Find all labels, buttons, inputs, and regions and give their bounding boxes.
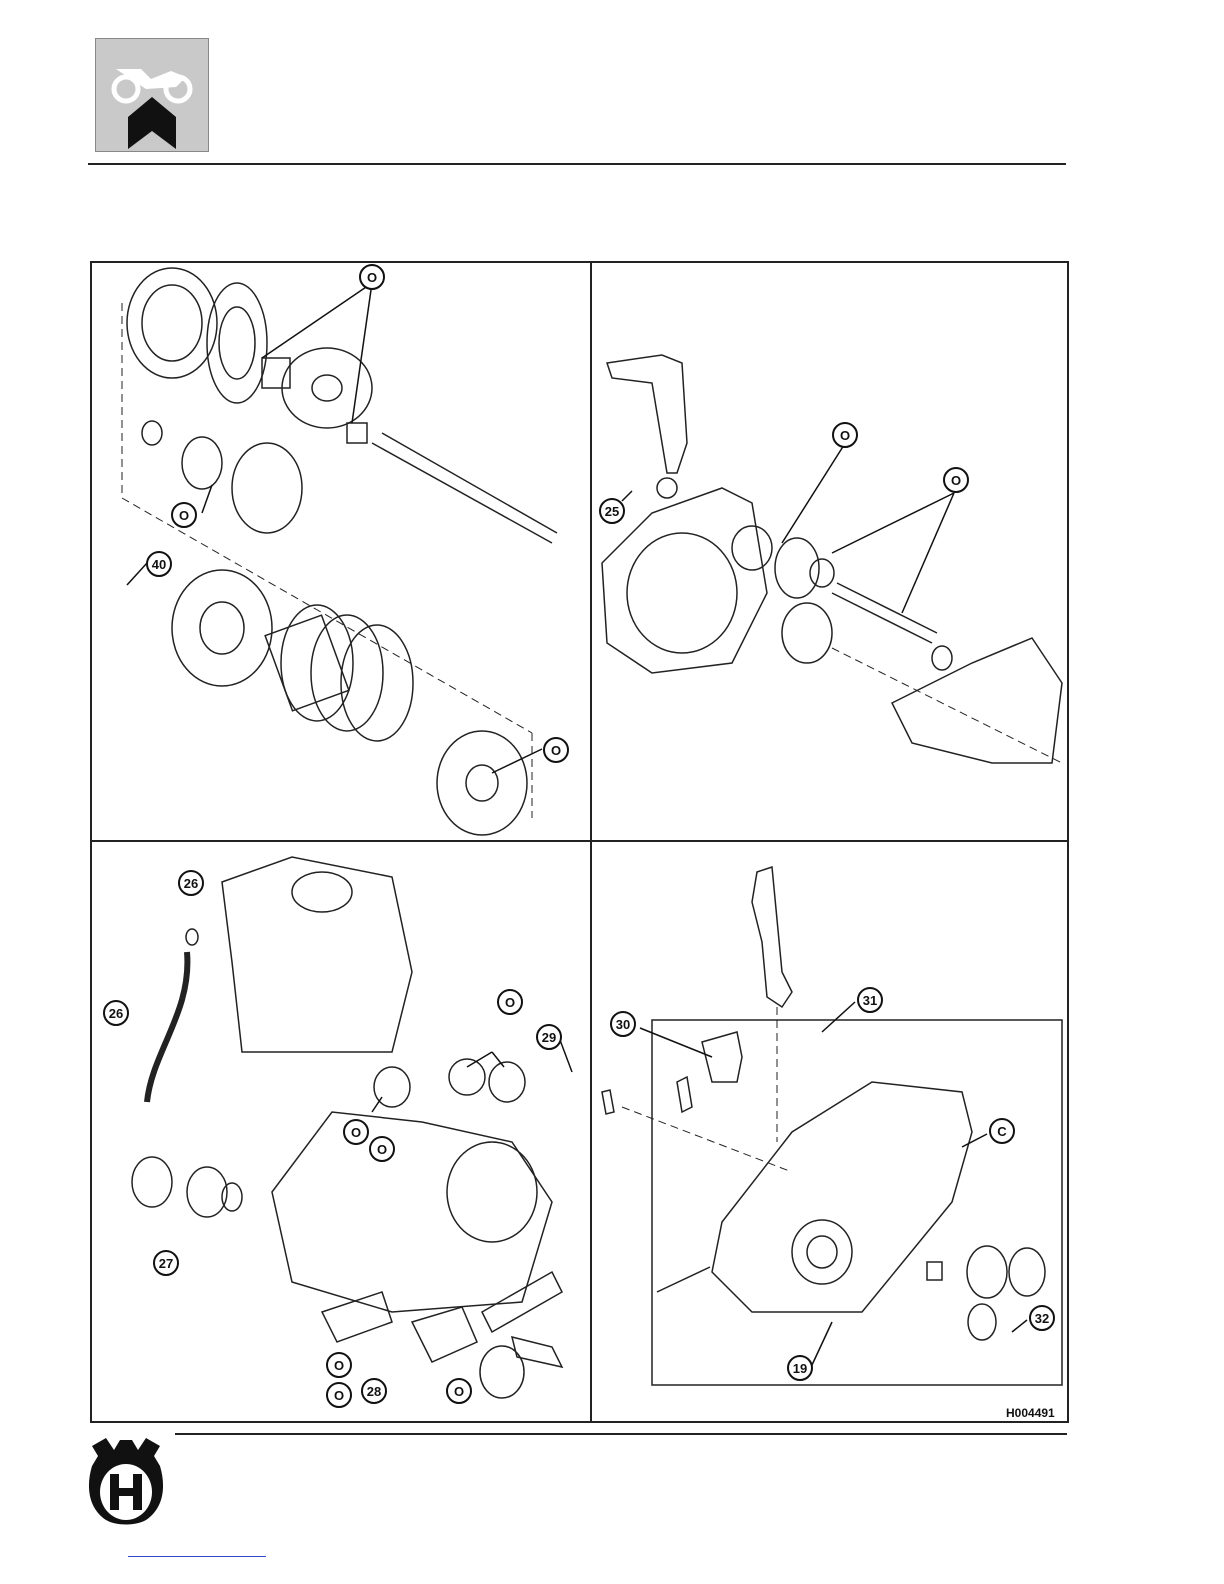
oil-system-panel [92, 842, 589, 1421]
page-link[interactable] [128, 1556, 266, 1557]
callout-32: 32 [1029, 1305, 1055, 1331]
callout-o: O [446, 1378, 472, 1404]
callout-26: 26 [178, 870, 204, 896]
callout-o: O [543, 737, 569, 763]
callout-40: 40 [146, 551, 172, 577]
callout-29: 29 [536, 1024, 562, 1050]
clutch-panel [92, 263, 589, 839]
footer-rule [175, 1433, 1067, 1435]
callout-o: O [326, 1352, 352, 1378]
callout-28: 28 [361, 1378, 387, 1404]
callout-o: O [497, 989, 523, 1015]
callout-o: O [171, 502, 197, 528]
callout-o: O [343, 1119, 369, 1145]
callout-19: 19 [787, 1355, 813, 1381]
callout-o: O [326, 1382, 352, 1408]
callout-31: 31 [857, 987, 883, 1013]
clutch-exploded-drawing [92, 263, 589, 839]
callout-o: O [369, 1136, 395, 1162]
callout-25: 25 [599, 498, 625, 524]
callout-o: O [832, 422, 858, 448]
callout-30: 30 [610, 1011, 636, 1037]
figure-code: H004491 [1006, 1406, 1055, 1420]
kickstarter-panel [592, 263, 1067, 839]
husqvarna-logo-icon [86, 1436, 166, 1528]
callout-o: O [359, 264, 385, 290]
kickstarter-exploded-drawing [592, 263, 1067, 839]
callout-c: C [989, 1118, 1015, 1144]
oil-system-exploded-drawing [92, 842, 589, 1421]
callout-o: O [943, 467, 969, 493]
callout-27: 27 [153, 1250, 179, 1276]
header-rule [88, 163, 1066, 165]
callout-26: 26 [103, 1000, 129, 1026]
engine-section-icon [95, 38, 209, 152]
